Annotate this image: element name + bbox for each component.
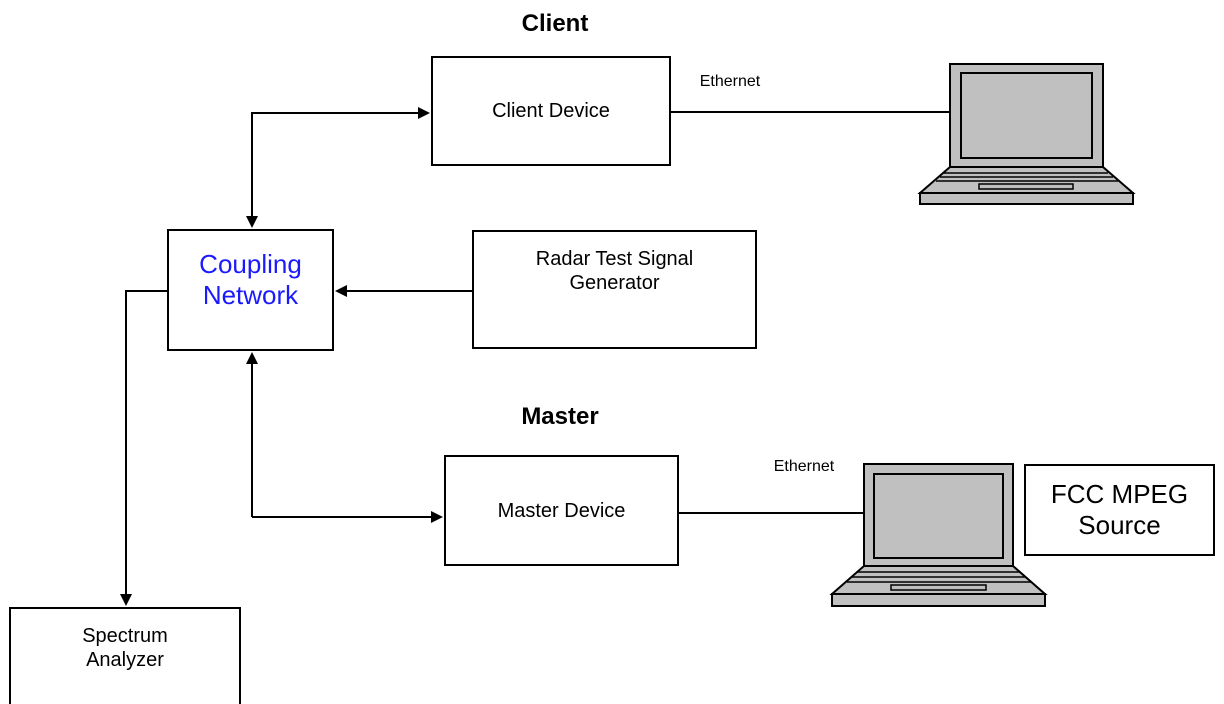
client-coupling-connector (251, 107, 430, 226)
master-device-label: Master Device (497, 499, 626, 522)
laptop-icon (829, 463, 1048, 607)
radar-generator-box (472, 230, 757, 349)
laptop-icon (917, 63, 1136, 205)
coupling-network-box (167, 229, 334, 351)
coupling-network-label: Coupling Network (199, 248, 302, 310)
master-ethernet-label: Ethernet (773, 458, 835, 475)
client-device-label: Client Device (492, 100, 610, 122)
fcc-mpeg-box (1024, 464, 1215, 556)
coupling-spectrum-connector (120, 290, 168, 606)
client-device-box (431, 56, 671, 166)
master-heading: Master (521, 403, 599, 430)
client-heading: Client (521, 10, 589, 37)
fcc-mpeg-label: FCC MPEG Source (1050, 478, 1189, 540)
radar-generator-label: Radar Test Signal Generator (535, 248, 694, 294)
client-ethernet-label: Ethernet (699, 73, 761, 90)
spectrum-analyzer-label: Spectrum Analyzer (82, 625, 168, 671)
master-device-box (444, 455, 679, 566)
spectrum-analyzer-box-outline (9, 607, 241, 704)
